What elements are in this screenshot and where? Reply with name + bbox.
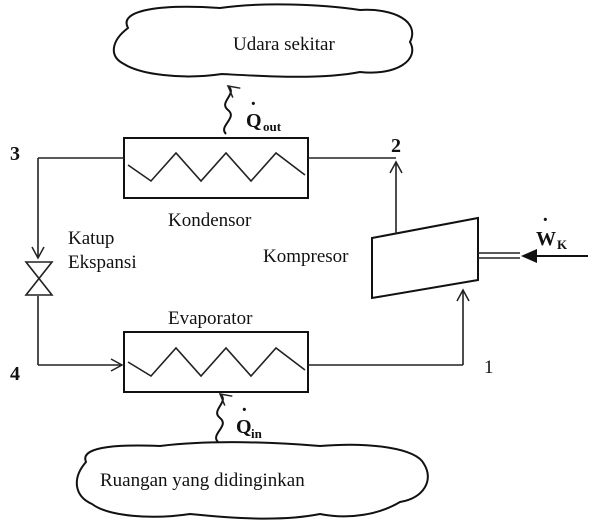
q-in-symbol: Q bbox=[236, 416, 252, 438]
valve-label-line1: Katup bbox=[68, 228, 114, 249]
q-out-subscript: out bbox=[263, 119, 282, 134]
q-in-subscript: in bbox=[251, 426, 263, 441]
compressor-body bbox=[371, 216, 479, 300]
work-input-dot: · bbox=[542, 209, 549, 231]
state-1-label: 1 bbox=[484, 357, 494, 378]
work-input-symbol: W bbox=[536, 228, 556, 250]
evaporator-label: Evaporator bbox=[168, 308, 253, 329]
condenser-coil bbox=[127, 151, 306, 183]
evaporator-box bbox=[123, 331, 309, 393]
state-2-label: 2 bbox=[391, 135, 401, 157]
valve-label-line2: Ekspansi bbox=[68, 252, 137, 273]
cooled-room-label: Ruangan yang didinginkan bbox=[100, 470, 305, 491]
condenser-label: Kondensor bbox=[168, 210, 252, 231]
expansion-valve bbox=[24, 261, 54, 296]
ambient-air-cloud bbox=[113, 3, 414, 78]
cooled-room-cloud bbox=[76, 441, 429, 520]
state-4-label: 4 bbox=[10, 363, 20, 385]
heat-out-wavy-arrow bbox=[223, 85, 241, 135]
heat-in-wavy-arrow bbox=[215, 393, 233, 443]
compressor-label: Kompresor bbox=[263, 246, 349, 267]
work-input-subscript: K bbox=[557, 237, 568, 252]
q-out-dot: · bbox=[250, 93, 257, 115]
state-3-label: 3 bbox=[10, 143, 20, 165]
evaporator-coil bbox=[127, 346, 306, 378]
q-out-symbol: Q bbox=[246, 110, 262, 132]
ambient-air-label: Udara sekitar bbox=[233, 34, 335, 55]
q-in-dot: · bbox=[241, 399, 248, 421]
condenser-box bbox=[123, 137, 309, 199]
